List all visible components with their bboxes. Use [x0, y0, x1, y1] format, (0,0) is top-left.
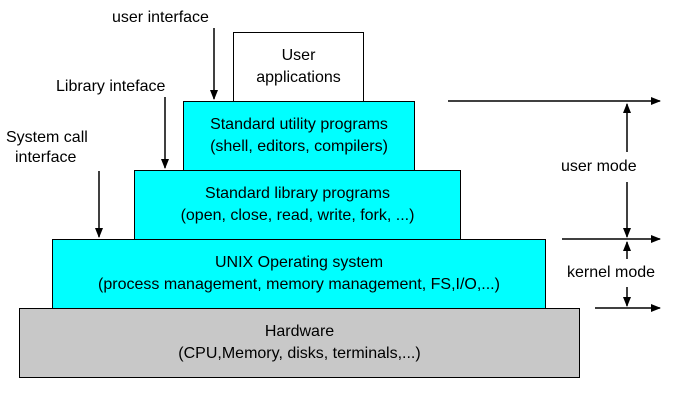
utility-title: Standard utility programs — [210, 116, 388, 133]
os-title: UNIX Operating system — [214, 254, 384, 271]
utility-detail: (shell, editors, compilers) — [210, 138, 388, 155]
user-applications-line-2: applications — [256, 69, 341, 86]
hardware-title: Hardware — [264, 323, 335, 340]
standard-library-programs-layer: Standard library programs (open, close, … — [134, 170, 461, 240]
hardware-layer: Hardware (CPU,Memory, disks, terminals,.… — [19, 308, 580, 378]
user-applications-line-1: User — [281, 47, 316, 64]
library-title: Standard library programs — [205, 185, 390, 202]
unix-operating-system-layer: UNIX Operating system (process managemen… — [52, 239, 546, 309]
system-call-interface-label-line-2: interface — [15, 149, 77, 166]
library-interface-label: Library inteface — [56, 78, 166, 95]
os-detail: (process management, memory management, … — [98, 276, 500, 293]
standard-utility-programs-layer: Standard utility programs (shell, editor… — [183, 101, 415, 171]
user-interface-label: user interface — [112, 9, 209, 26]
kernel-mode-label: kernel mode — [567, 264, 656, 281]
library-detail: (open, close, read, write, fork, ...) — [180, 207, 415, 224]
user-mode-label: user mode — [561, 158, 637, 175]
system-call-interface-label-line-1: System call — [6, 129, 88, 146]
hardware-detail: (CPU,Memory, disks, terminals,...) — [178, 345, 421, 362]
user-applications-box: User applications — [233, 32, 364, 102]
